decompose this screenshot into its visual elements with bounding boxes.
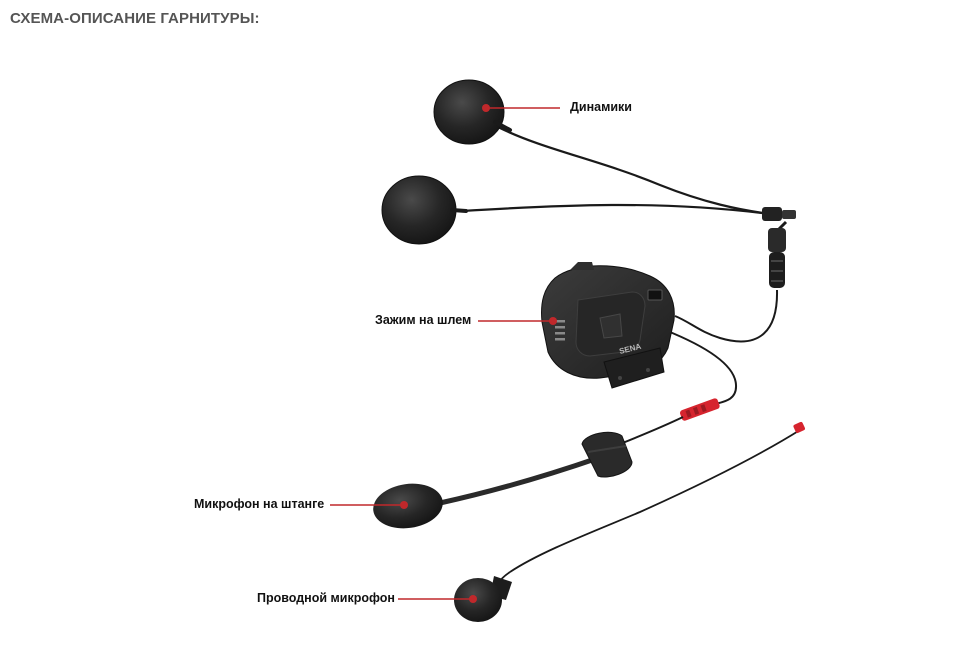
label-wired-mic: Проводной микрофон bbox=[257, 591, 395, 605]
wired-mic bbox=[454, 421, 805, 622]
boom-mic bbox=[373, 431, 633, 529]
speaker-cables bbox=[460, 126, 772, 216]
label-speakers: Динамики bbox=[570, 100, 632, 114]
callout-boom-mic bbox=[330, 501, 408, 509]
boom-mic-connector bbox=[679, 398, 720, 421]
page-title: СХЕМА-ОПИСАНИЕ ГАРНИТУРЫ: bbox=[10, 10, 260, 27]
callout-speakers bbox=[482, 104, 560, 112]
label-boom-mic: Микрофон на штанге bbox=[194, 497, 325, 511]
callout-helmet-clamp bbox=[478, 317, 557, 325]
helmet-clamp-device bbox=[541, 262, 675, 389]
speaker-top bbox=[433, 79, 512, 145]
callout-wired-mic bbox=[398, 595, 477, 603]
jack-to-clamp-cable bbox=[674, 289, 779, 343]
speaker-connector bbox=[762, 207, 796, 288]
speaker-bottom bbox=[381, 175, 468, 245]
label-helmet-clamp: Зажим на шлем bbox=[375, 313, 472, 327]
clamp-to-mic-cable bbox=[664, 329, 738, 406]
